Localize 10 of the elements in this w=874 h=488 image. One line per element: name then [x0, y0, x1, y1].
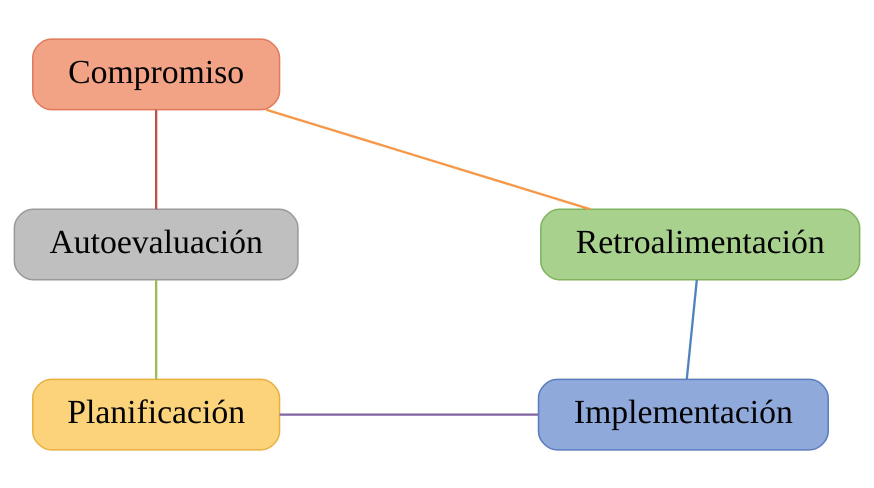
node-box: Autoevaluación — [14, 208, 299, 280]
node-box: Planificación — [32, 378, 280, 450]
connector — [686, 279, 698, 379]
connector — [155, 109, 158, 209]
connector — [155, 279, 158, 379]
connector — [266, 108, 591, 210]
node-box: Compromiso — [32, 38, 280, 110]
node-box: Retroalimentación — [540, 208, 860, 280]
connector — [280, 412, 538, 416]
node-box: Implementación — [538, 378, 829, 450]
